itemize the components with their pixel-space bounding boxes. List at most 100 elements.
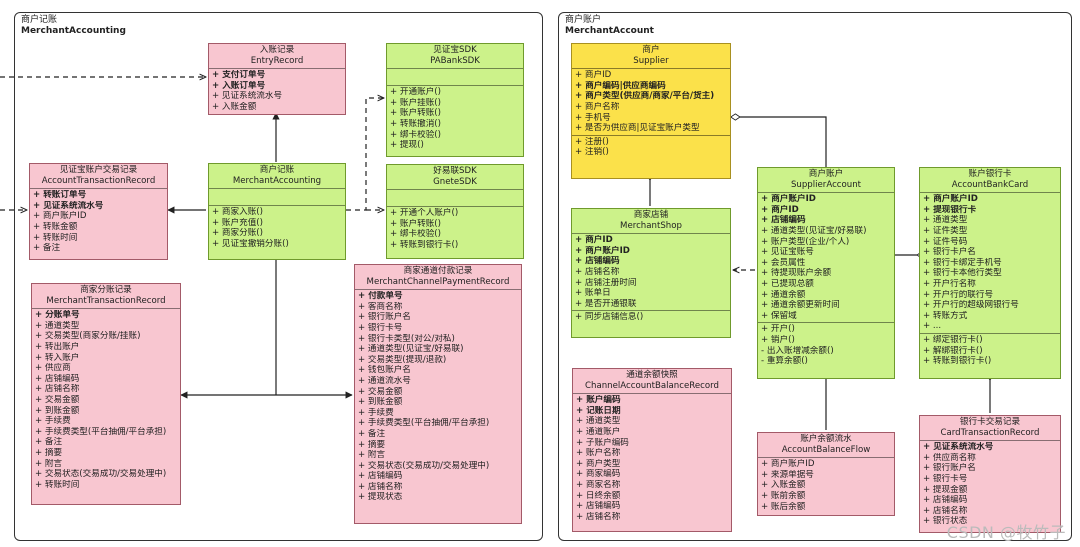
class-merchant-channel-payment-record[interactable]: 商家通道付款记录 MerchantChannelPaymentRecord + … [354,264,522,524]
class-attribute: + 交易金额 [35,394,80,405]
class-header: 见证宝SDK PABankSDK [387,44,523,70]
class-attribute: + 证件号码 [923,236,968,247]
class-entry-record[interactable]: 入账记录 EntryRecord + 支付订单号+ 入账订单号+ 见证系统流水号… [208,43,346,115]
class-attribute: + 是否为供应商|见证宝账户类型 [575,123,700,134]
class-method: + 解绑银行卡() [923,345,983,356]
class-attribute: + 银行卡类型(对公/对私) [358,333,455,344]
class-header: 账户余额流水 AccountBalanceFlow [758,433,894,459]
class-attribute: + 见证系统流水号 [923,442,994,453]
class-attribute: + 开户行的超级网银行号 [923,300,1019,311]
class-attributes: + 商户ID+ 商户编码|供应商编码+ 商户类型(供应商/商家/平台/货主)+ … [572,69,730,136]
class-attribute: + 银行卡户名 [923,247,976,258]
class-account-balance-flow[interactable]: 账户余额流水 AccountBalanceFlow + 商户账户ID+ 来源单据… [757,432,895,516]
class-attribute: + 通道类型(见证宝/好易联) [761,225,867,236]
class-method: + 账户挂账() [390,97,442,108]
class-method: + 注销() [575,147,609,158]
class-attribute: + 转出账户 [35,341,80,352]
class-attribute: + 银行卡号 [358,322,403,333]
class-attribute: + 通道类型 [576,416,621,427]
class-method: + 同步店铺信息() [575,312,644,323]
class-attributes: + 分账单号+ 通道类型+ 交易类型(商家分账/挂账)+ 转出账户+ 转入账户+… [32,309,180,491]
class-attribute: + 手续费 [35,416,71,427]
class-attribute: + 商户ID [575,235,613,246]
class-attribute: + 备注 [33,243,61,254]
class-attribute: + 商户账户ID [923,194,978,205]
class-attribute: + 商户账户ID [761,459,815,470]
class-method: + 转账撤消() [390,118,442,129]
class-header: 商家分账记录 MerchantTransactionRecord [32,284,180,310]
class-merchant-accounting[interactable]: 商户记账 MerchantAccounting + 商家入账()+ 账户充值()… [208,163,346,260]
class-gnete-sdk[interactable]: 好易联SDK GneteSDK + 开通个人账户()+ 账户转账()+ 绑卡校验… [386,164,524,259]
class-method: - 重算余额() [761,356,808,367]
class-merchant-shop[interactable]: 商家店铺 MerchantShop + 商户ID+ 商户账户ID+ 店铺编码+ … [571,208,731,338]
class-attributes: + 商户账户ID+ 提现银行卡+ 通道类型+ 证件类型+ 证件号码+ 银行卡户名… [920,193,1060,334]
class-attribute: + 交易金额 [358,386,403,397]
class-method: + 商家分账() [212,228,264,239]
class-attribute: + 店铺编码 [576,501,621,512]
class-method: + 提现() [390,140,424,151]
class-attributes [387,69,523,87]
class-method: + 绑卡校验() [390,229,442,240]
class-method: + 绑定银行卡() [923,334,983,345]
class-pabank-sdk[interactable]: 见证宝SDK PABankSDK + 开通账户()+ 账户挂账()+ 账户转账(… [386,43,524,157]
class-account-bank-card[interactable]: 账户银行卡 AccountBankCard + 商户账户ID+ 提现银行卡+ 通… [919,167,1061,379]
class-attribute: + 交易状态(交易成功/交易处理中) [358,460,490,471]
class-attribute: + 见证系统流水号 [33,200,104,211]
class-attribute: + 店铺名称 [575,266,620,277]
class-methods: + 开通个人账户()+ 账户转账()+ 绑卡校验()+ 转账到银行卡() [387,207,523,251]
class-attributes: + 见证系统流水号+ 供应商名称+ 银行账户名+ 银行卡号+ 提现金额+ 店铺编… [920,441,1060,528]
class-attribute: + 是否开通银联 [575,298,637,309]
class-attribute: + 手续费类型(平台抽佣/平台承担) [358,418,490,429]
package-title: 商户账户 MerchantAccount [565,15,654,36]
class-method: + 转账到银行卡() [390,239,459,250]
class-method: + 开通账户() [390,87,442,98]
class-attribute: + 见证宝账号 [761,247,814,258]
class-attribute: + 转账方式 [923,310,968,321]
class-attribute: + 店铺编码 [923,495,968,506]
class-attribute: + 证件类型 [923,225,968,236]
class-attributes: + 支付订单号+ 入账订单号+ 见证系统流水号+ 入账金额 [209,69,345,113]
class-attribute: + 交易类型(提现/退款) [358,354,447,365]
class-attribute: + 账后余额 [761,501,806,512]
class-card-transaction-record[interactable]: 银行卡交易记录 CardTransactionRecord + 见证系统流水号+… [919,415,1061,533]
class-attribute: + 交易状态(交易成功/交易处理中) [35,469,167,480]
class-attribute: + 摘要 [358,439,386,450]
class-supplier-account[interactable]: 商户账户 SupplierAccount + 商户账户ID+ 商户ID+ 店铺编… [757,167,895,379]
class-attribute: + 通道余额更新时间 [761,300,840,311]
class-attribute: + 客商名称 [358,301,403,312]
class-attribute: + 保留域 [761,310,797,321]
class-attribute: + 商家名称 [576,479,621,490]
class-method: + 见证宝撤销分账() [212,238,289,249]
class-method: + 账户转账() [390,218,442,229]
class-methods: + 同步店铺信息() [572,311,730,324]
class-attribute: + 提现银行卡 [923,204,977,215]
class-attribute: + 商户类型 [576,458,621,469]
class-supplier[interactable]: 商户 Supplier + 商户ID+ 商户编码|供应商编码+ 商户类型(供应商… [571,43,731,179]
class-attribute: + 分账单号 [35,310,80,321]
class-header: 商户账户 SupplierAccount [758,168,894,194]
class-attribute: + 商家编码 [576,469,621,480]
class-attribute: + 账户类型(企业/个人) [761,236,850,247]
class-attribute: + 通道流水号 [358,375,411,386]
class-attribute: + 转账订单号 [33,190,87,201]
class-attribute: + 店铺编码 [575,256,620,267]
class-attributes: + 转账订单号+ 见证系统流水号+ 商户账户ID+ 转账金额+ 转账时间+ 备注 [30,189,167,255]
class-method: + 注册() [575,136,609,147]
class-attribute: + 手续费类型(平台抽佣/平台承担) [35,426,167,437]
class-attribute: + 到账金额 [358,397,403,408]
class-attribute: + 入账订单号 [212,80,266,91]
class-merchant-transaction-record[interactable]: 商家分账记录 MerchantTransactionRecord + 分账单号+… [31,283,181,505]
class-attribute: + 店铺编码 [761,215,806,226]
class-methods: + 商家入账()+ 账户充值()+ 商家分账()+ 见证宝撤销分账() [209,206,345,250]
class-account-transaction-record[interactable]: 见证宝账户交易记录 AccountTransactionRecord + 转账订… [29,163,168,260]
class-attribute: + 通道类型(见证宝/好易联) [358,344,464,355]
class-attribute: + 到账金额 [35,405,80,416]
class-attributes [209,189,345,207]
class-attribute: + 银行账户名 [358,312,411,323]
class-method: + 开通个人账户() [390,208,459,219]
class-attribute: + 记账日期 [576,405,621,416]
class-attribute: + 入账金额 [212,101,257,112]
class-channel-account-balance-record[interactable]: 通道余额快照 ChannelAccountBalanceRecord + 账户编… [572,368,732,532]
class-attribute: + 银行状态 [923,516,968,527]
class-attribute: + 来源单据号 [761,469,814,480]
